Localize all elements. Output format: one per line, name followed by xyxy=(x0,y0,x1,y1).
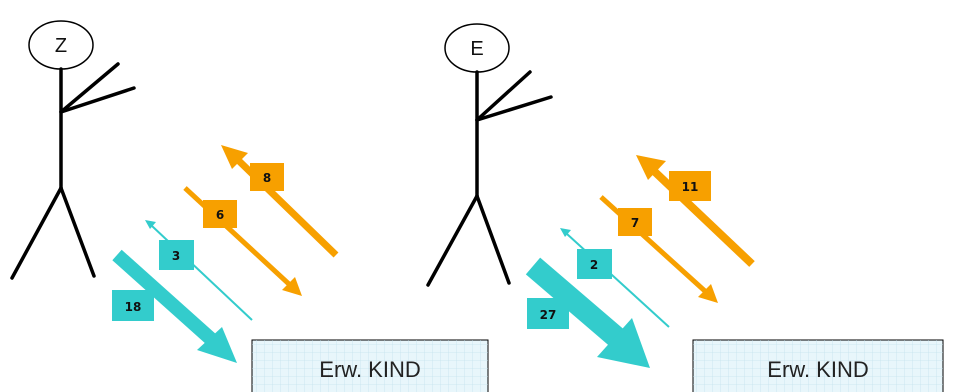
label-z-8: 8 xyxy=(263,171,271,185)
figure-e: E 11 7 2 27 Erw. KIND xyxy=(426,23,944,392)
label-box-e-2 xyxy=(577,249,612,279)
leg-e-right xyxy=(475,194,511,285)
label-e-27: 27 xyxy=(540,308,557,322)
label-e-2: 2 xyxy=(590,258,598,272)
label-box-z-3 xyxy=(159,240,194,270)
leg-z-left xyxy=(10,186,63,280)
label-box-z-8 xyxy=(250,163,284,191)
arm-e-2 xyxy=(475,95,553,122)
label-e-11: 11 xyxy=(682,180,699,194)
label-box-z-6 xyxy=(203,200,237,228)
label-z-3: 3 xyxy=(172,249,180,263)
arm-e-1 xyxy=(475,70,532,122)
arrow-e-cyan-down xyxy=(525,257,650,368)
box-label-e: Erw. KIND xyxy=(767,357,868,382)
arm-z-1 xyxy=(59,62,120,114)
box-z-grid xyxy=(252,340,488,392)
box-label-z: Erw. KIND xyxy=(319,357,420,382)
head-label-e: E xyxy=(470,38,483,60)
label-z-6: 6 xyxy=(216,208,224,222)
stick-figure-e xyxy=(426,23,553,287)
label-z-18: 18 xyxy=(125,300,142,314)
arrow-z-cyan-down xyxy=(112,249,237,363)
figure-z: Z 8 6 3 18 Erw. KIND xyxy=(10,20,489,392)
leg-e-left xyxy=(426,194,479,287)
label-box-e-7 xyxy=(618,208,652,236)
arm-z-2 xyxy=(59,86,136,114)
leg-z-right xyxy=(59,186,96,278)
label-box-e-11 xyxy=(669,171,711,201)
label-box-e-27 xyxy=(527,298,569,329)
label-e-7: 7 xyxy=(631,216,639,230)
box-e-grid xyxy=(693,340,943,392)
label-box-z-18 xyxy=(112,290,154,321)
arrow-z-orange-down xyxy=(183,186,302,296)
head-label-z: Z xyxy=(55,35,67,57)
stick-figure-z xyxy=(10,20,136,280)
